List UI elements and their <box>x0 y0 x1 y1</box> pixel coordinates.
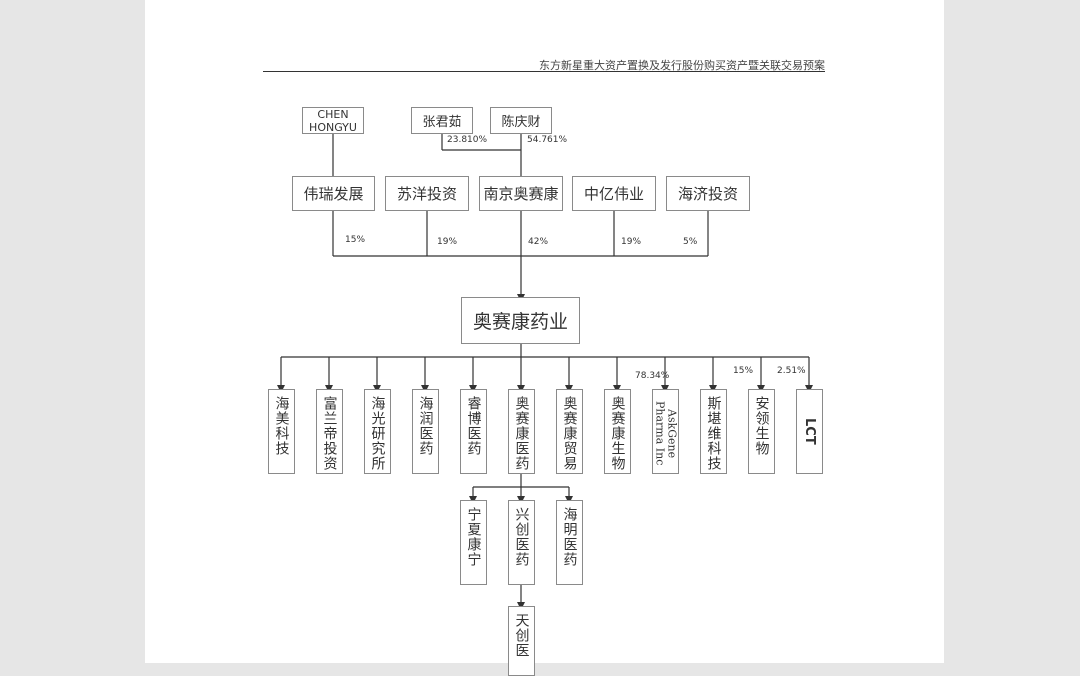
sub-hairun: 海润医药 <box>412 389 439 474</box>
sub-haiguang: 海光研究所 <box>364 389 391 474</box>
holder-nanjing-aosaikang: 南京奥赛康 <box>479 176 563 211</box>
main-company-box: 奥赛康药业 <box>461 297 580 344</box>
sub-lct: LCT <box>796 389 823 474</box>
sub-anling: 安领生物 <box>748 389 775 474</box>
sub-askgene: AskGene Pharma Inc <box>652 389 679 474</box>
great-grandchild-tianchuang: 天创医 <box>508 606 535 676</box>
holder-zhongyi: 中亿伟业 <box>572 176 656 211</box>
pct-askgene: 78.34% <box>635 371 670 381</box>
sub-aosaikang-maoyi: 奥赛康贸易 <box>556 389 583 474</box>
pct-chenqc: 54.761% <box>527 135 568 145</box>
grandchild-haiming: 海明医药 <box>556 500 583 585</box>
pct-haiji: 5% <box>683 237 698 247</box>
header-rule <box>263 71 825 72</box>
sub-sikanwei: 斯堪维科技 <box>700 389 727 474</box>
owner-chen-hongyu: CHEN HONGYU <box>302 107 364 134</box>
sub-aosaikang-yiyao: 奥赛康医药 <box>508 389 535 474</box>
page-header-title: 东方新星重大资产置换及发行股份购买资产暨关联交易预案 <box>539 59 825 72</box>
pct-zhang: 23.810% <box>447 135 488 145</box>
pct-suyang: 19% <box>437 237 458 247</box>
sub-fulandi: 富兰帝投资 <box>316 389 343 474</box>
grandchild-ningxia: 宁夏康宁 <box>460 500 487 585</box>
holder-suyang: 苏洋投资 <box>385 176 469 211</box>
owner-chen-qingcai: 陈庆财 <box>490 107 552 134</box>
owner-zhang-junru: 张君茹 <box>411 107 473 134</box>
pct-nanjing: 42% <box>528 237 549 247</box>
pct-weirui: 15% <box>345 235 366 245</box>
sub-ruibo: 睿博医药 <box>460 389 487 474</box>
document-page: 东方新星重大资产置换及发行股份购买资产暨关联交易预案 <box>145 0 944 676</box>
grandchild-xingchuang: 兴创医药 <box>508 500 535 585</box>
connector-lines <box>277 133 813 610</box>
pct-lct: 2.51% <box>777 366 806 376</box>
pct-zhongyi: 19% <box>621 237 642 247</box>
sub-aosaikang-shengwu: 奥赛康生物 <box>604 389 631 474</box>
holder-weirui: 伟瑞发展 <box>292 176 375 211</box>
pct-anling: 15% <box>733 366 754 376</box>
sub-haimei: 海美科技 <box>268 389 295 474</box>
holder-haiji: 海济投资 <box>666 176 750 211</box>
